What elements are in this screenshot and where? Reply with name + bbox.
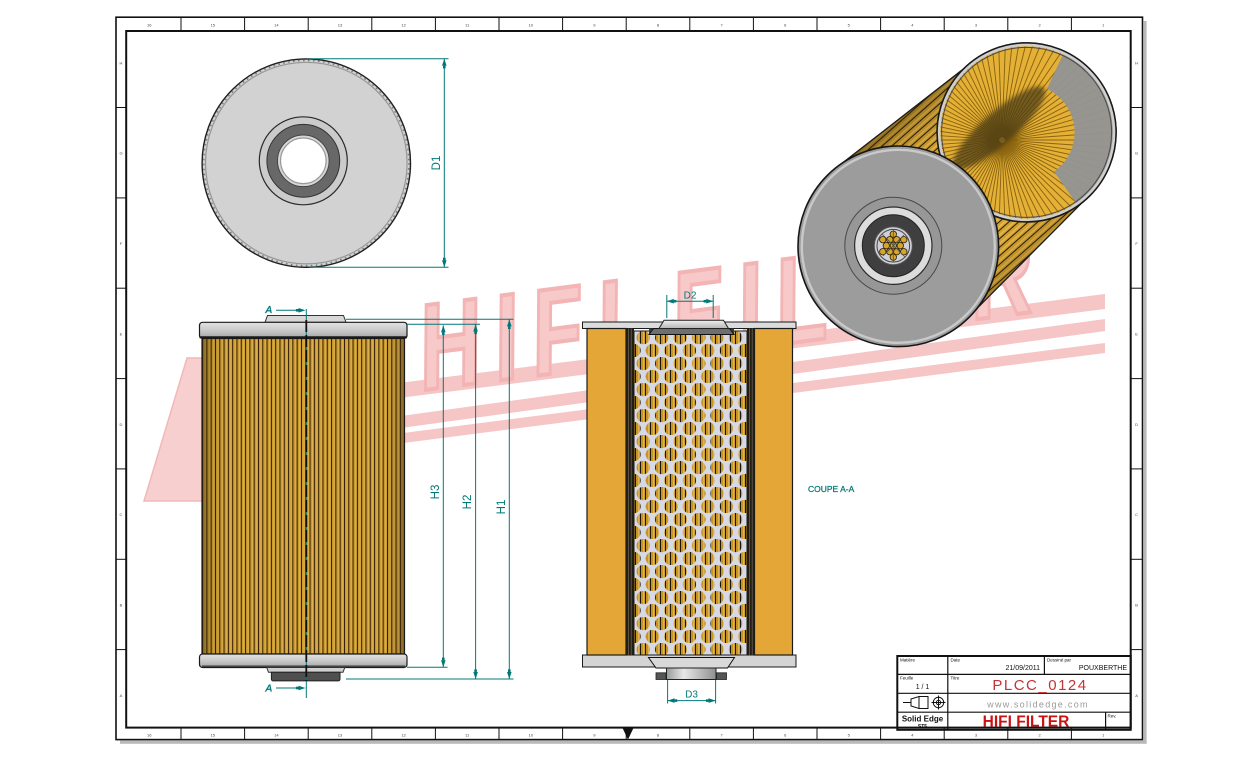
svg-text:15: 15 — [211, 733, 216, 738]
svg-text:F: F — [120, 241, 123, 246]
svg-text:COUPE A-A: COUPE A-A — [808, 484, 855, 494]
svg-text:15: 15 — [211, 23, 216, 28]
svg-text:21/09/2011: 21/09/2011 — [1005, 665, 1040, 672]
svg-text:B: B — [120, 603, 123, 608]
svg-text:Rev.: Rev. — [1108, 714, 1117, 719]
svg-text:A: A — [120, 693, 123, 698]
svg-text:A: A — [1135, 693, 1138, 698]
svg-text:ST5: ST5 — [918, 724, 927, 730]
svg-text:D2: D2 — [684, 291, 697, 302]
svg-text:D: D — [1135, 422, 1138, 427]
svg-text:1: 1 — [1102, 23, 1105, 28]
svg-text:12: 12 — [401, 23, 406, 28]
svg-text:9: 9 — [593, 733, 596, 738]
svg-text:13: 13 — [338, 733, 343, 738]
svg-text:PLCC_0124: PLCC_0124 — [992, 677, 1087, 694]
svg-text:Titre: Titre — [951, 676, 960, 681]
svg-text:C: C — [1135, 512, 1138, 517]
svg-text:C: C — [120, 512, 123, 517]
svg-text:13: 13 — [338, 23, 343, 28]
svg-text:3: 3 — [975, 733, 978, 738]
svg-text:H: H — [120, 60, 123, 65]
svg-text:9: 9 — [593, 23, 596, 28]
svg-text:6: 6 — [784, 23, 787, 28]
svg-text:H3: H3 — [430, 485, 442, 500]
svg-text:A: A — [265, 684, 273, 695]
svg-text:A: A — [265, 305, 273, 316]
svg-text:5: 5 — [848, 733, 851, 738]
svg-text:1: 1 — [1102, 733, 1105, 738]
svg-text:3: 3 — [975, 23, 978, 28]
svg-text:11: 11 — [465, 733, 470, 738]
svg-text:B: B — [1135, 603, 1138, 608]
svg-text:Dessiné par: Dessiné par — [1047, 658, 1072, 663]
svg-text:E: E — [1135, 331, 1138, 336]
svg-text:D3: D3 — [685, 690, 698, 701]
svg-text:H2: H2 — [462, 495, 474, 510]
svg-text:D: D — [120, 422, 123, 427]
svg-text:4: 4 — [911, 733, 914, 738]
svg-text:7: 7 — [720, 23, 723, 28]
svg-text:D1: D1 — [431, 156, 443, 171]
svg-text:H1: H1 — [496, 500, 508, 515]
svg-text:8: 8 — [657, 23, 660, 28]
svg-text:2: 2 — [1038, 733, 1041, 738]
svg-text:16: 16 — [147, 733, 152, 738]
svg-text:H: H — [1135, 60, 1138, 65]
svg-text:POUXBERTHE: POUXBERTHE — [1079, 665, 1127, 672]
svg-text:12: 12 — [401, 733, 406, 738]
svg-text:10: 10 — [529, 733, 534, 738]
svg-text:G: G — [119, 151, 122, 156]
svg-text:11: 11 — [465, 23, 470, 28]
svg-text:Matière: Matière — [900, 658, 916, 663]
svg-text:2: 2 — [1038, 23, 1041, 28]
svg-text:www.solidedge.com: www.solidedge.com — [986, 700, 1089, 710]
svg-text:7: 7 — [720, 733, 723, 738]
svg-text:14: 14 — [274, 733, 279, 738]
svg-text:Date: Date — [951, 658, 961, 663]
svg-text:4: 4 — [911, 23, 914, 28]
svg-text:E: E — [120, 331, 123, 336]
svg-text:8: 8 — [657, 733, 660, 738]
svg-text:10: 10 — [529, 23, 534, 28]
svg-text:Feuille: Feuille — [900, 676, 914, 681]
svg-text:HIFI FILTER: HIFI FILTER — [983, 714, 1070, 731]
svg-text:6: 6 — [784, 733, 787, 738]
svg-text:G: G — [1135, 151, 1138, 156]
svg-text:F: F — [1135, 241, 1138, 246]
svg-text:5: 5 — [848, 23, 851, 28]
svg-text:1 / 1: 1 / 1 — [916, 684, 930, 691]
svg-text:Solid Edge: Solid Edge — [902, 715, 944, 724]
svg-text:16: 16 — [147, 23, 152, 28]
svg-text:14: 14 — [274, 23, 279, 28]
